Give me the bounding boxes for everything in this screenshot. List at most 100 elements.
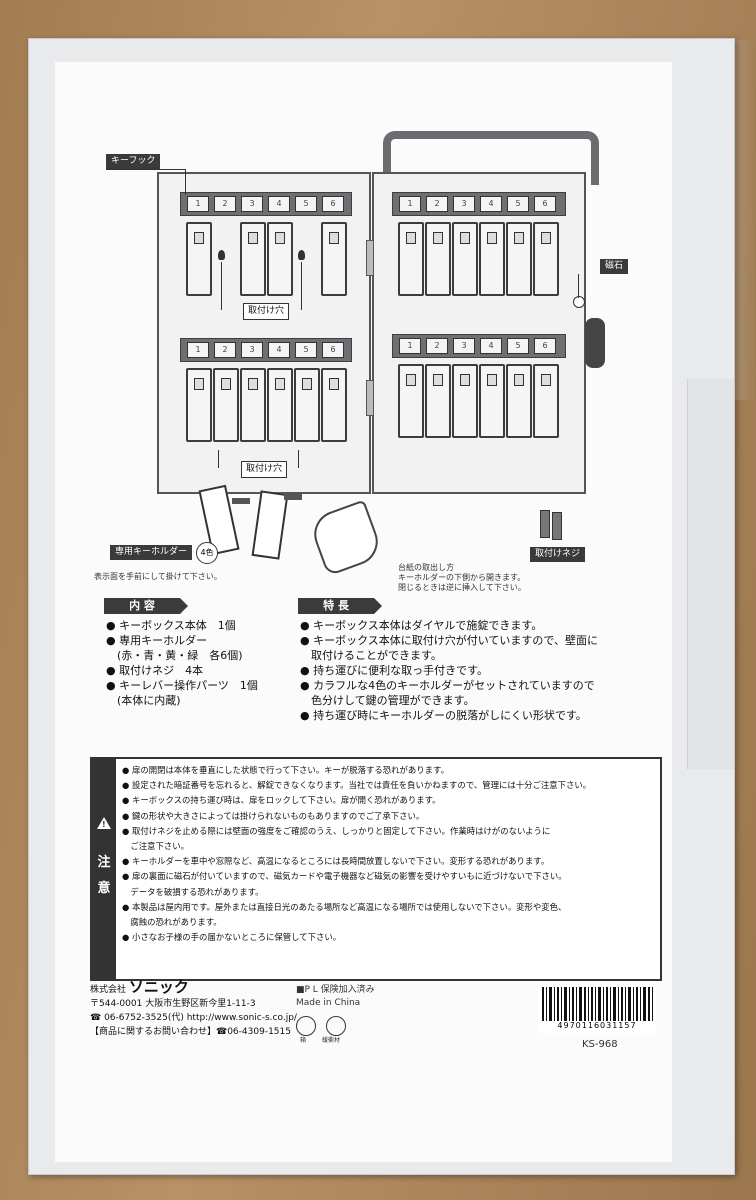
slot: 3 — [241, 196, 263, 212]
key-tag — [506, 222, 532, 296]
paper-note-2: キーホルダーの下側から開きます。 — [398, 573, 526, 582]
key-tag — [321, 368, 347, 442]
slot: 4 — [268, 342, 290, 358]
magnet-icon — [573, 296, 585, 308]
hinge — [366, 240, 374, 276]
key-tag — [186, 368, 212, 442]
features-list: ● キーボックス本体はダイヤルで施錠できます。 ● キーボックス本体に取付け穴が… — [300, 618, 598, 723]
mount-hole-icon — [298, 250, 305, 260]
caution-title: 注 — [97, 855, 111, 870]
slot: 5 — [507, 338, 529, 354]
barcode-number: 4970116031157 — [557, 1021, 637, 1030]
list-item: ● 持ち運びに便利な取っ手付きです。 — [300, 664, 488, 677]
slot: 5 — [295, 196, 317, 212]
leader-line — [578, 274, 579, 298]
list-item: (赤・青・黄・緑 各6個) — [106, 649, 243, 662]
slot: 4 — [480, 196, 502, 212]
list-item: ● 取付けネジ 4本 — [106, 664, 204, 677]
slot: 1 — [399, 196, 421, 212]
mount-hole-icon — [218, 250, 225, 260]
company-tel-url: ☎ 06-6752-3525(代) http://www.sonic-s.co.… — [90, 1013, 297, 1023]
pl-insurance: ■P L 保険加入済み — [296, 985, 375, 995]
key-tag — [425, 364, 451, 438]
leader-line — [221, 262, 222, 310]
key-tag — [240, 368, 266, 442]
screw-icon — [540, 510, 550, 538]
key-tag — [186, 222, 212, 296]
key-tag — [267, 222, 293, 296]
caution-line: ● 本製品は屋内用です。屋外または直接日光のあたる場所など高温になる場所では使用… — [122, 901, 567, 912]
slot: 5 — [295, 342, 317, 358]
slot: 1 — [187, 342, 209, 358]
company-inquiry: 【商品に関するお問い合わせ】☎06-4309-1515 — [90, 1027, 291, 1037]
key-tag — [479, 222, 505, 296]
caution-title: 意 — [97, 881, 111, 896]
key-rail: 1 2 3 4 5 6 — [392, 334, 566, 358]
warning-mark-icon: ! — [102, 820, 106, 829]
left-door — [157, 172, 371, 494]
list-item: ● キーボックス本体に取付け穴が付いていますので、壁面に — [300, 634, 598, 647]
paper-note-1: 台紙の取出し方 — [398, 563, 454, 572]
leader-line — [185, 169, 186, 195]
contents-list: ● キーボックス本体 1個 ● 専用キーホルダー (赤・青・黄・緑 各6個) ●… — [106, 618, 258, 708]
right-body — [372, 172, 586, 494]
recycle-label: 箱 — [300, 1037, 307, 1044]
caution-text: ● 扉の開閉は本体を垂直にした状態で行って下さい。キーが脱落する恐れがあります。… — [122, 763, 657, 945]
list-item: ● キーレバー操作パーツ 1個 — [106, 679, 258, 692]
caution-line: 腐蝕の恐れがあります。 — [122, 917, 222, 928]
slot: 3 — [453, 338, 475, 354]
leader-line — [218, 450, 219, 468]
recycle-label: 緩衝材 — [322, 1037, 341, 1044]
company-address: 〒544-0001 大阪市生野区新今里1-11-3 — [90, 999, 256, 1009]
leader-line — [106, 169, 186, 170]
key-rail: 1 2 3 4 5 6 — [180, 192, 352, 216]
slot: 1 — [187, 196, 209, 212]
key-hook-label: キーフック — [106, 154, 161, 169]
key-tag — [533, 364, 559, 438]
slot: 6 — [322, 196, 344, 212]
slot: 2 — [214, 342, 236, 358]
slot: 2 — [426, 196, 448, 212]
key-icon — [284, 494, 302, 500]
made-in: Made in China — [296, 998, 361, 1008]
slot: 6 — [322, 342, 344, 358]
key-tag — [398, 222, 424, 296]
mount-hole-label: 取付け穴 — [241, 461, 288, 478]
leader-line — [298, 450, 299, 468]
key-tag — [506, 364, 532, 438]
list-item: ● 持ち運び時にキーホルダーの脱落がしにくい形状です。 — [300, 709, 587, 722]
leader-line — [301, 262, 302, 310]
paper-note-3: 閉じるときは逆に挿入して下さい。 — [398, 583, 526, 592]
slot: 5 — [507, 196, 529, 212]
barcode: 4970116031157 — [538, 985, 656, 1033]
list-item: ● 専用キーホルダー — [106, 634, 208, 647]
model-number: KS-968 — [582, 1039, 618, 1050]
dial-lock — [585, 318, 605, 368]
contents-heading: 内 容 — [104, 598, 188, 614]
list-item: 取付けることができます。 — [300, 649, 442, 662]
key-tag — [321, 222, 347, 296]
caution-line: ● キーホルダーを車中や窓際など、高温になるところには長時間放置しないで下さい。… — [122, 856, 550, 867]
key-tag — [213, 368, 239, 442]
key-tag — [240, 222, 266, 296]
slot: 3 — [241, 342, 263, 358]
company-prefix: 株式会社 — [90, 985, 127, 995]
magnet-label: 磁石 — [600, 259, 629, 274]
slot: 4 — [268, 196, 290, 212]
screw-label: 取付けネジ — [530, 547, 586, 562]
key-tag — [452, 222, 478, 296]
caution-line: ● 鍵の形状や大きさによっては掛けられないものもありますのでご了承下さい。 — [122, 810, 425, 821]
box-flap — [687, 379, 734, 499]
slot: 2 — [214, 196, 236, 212]
warning-icon — [97, 817, 111, 829]
key-tag — [398, 364, 424, 438]
caution-line: ● 設定された暗証番号を忘れると、解錠できなくなります。当社では責任を負いかねま… — [122, 780, 592, 791]
key-rail: 1 2 3 4 5 6 — [180, 338, 352, 362]
list-item: 色分けして鍵の管理ができます。 — [300, 694, 475, 707]
features-heading: 特 長 — [298, 598, 382, 614]
list-item: ● カラフルな4色のキーホルダーがセットされていますので — [300, 679, 595, 692]
key-rail: 1 2 3 4 5 6 — [392, 192, 566, 216]
key-icon — [232, 498, 250, 504]
caution-line: ● 小さなお子様の手の届かないところに保管して下さい。 — [122, 932, 342, 943]
slot: 6 — [534, 196, 556, 212]
